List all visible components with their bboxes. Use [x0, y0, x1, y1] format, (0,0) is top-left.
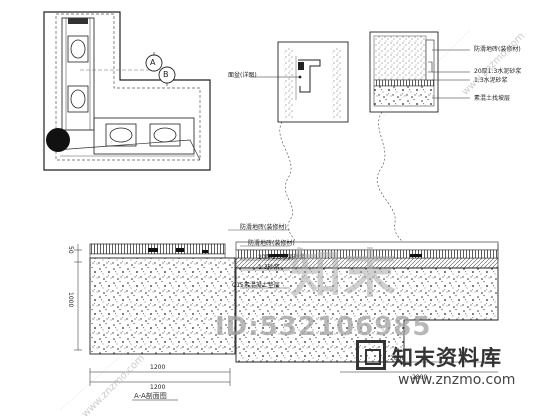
section-title: A-A剖面图	[134, 392, 167, 400]
callout-b-label: B	[163, 70, 169, 79]
brand-logo-icon	[356, 340, 386, 370]
dim-bottom-left-2: 1200	[150, 384, 166, 391]
detail1-note: 面盆(详图)	[228, 72, 257, 79]
watermark-big: 知末	[290, 245, 399, 305]
drain-marker	[46, 128, 70, 152]
callout-a-label: A	[150, 58, 156, 67]
dim-bottom-right-2: 2800	[412, 374, 428, 381]
detail2-note-3: 1:3水泥砂浆	[474, 77, 508, 84]
detail-1	[250, 41, 349, 249]
watermark-url: www.znzmo.com	[398, 372, 516, 388]
section-note-4: C15素混凝土垫层	[232, 282, 280, 289]
detail2-note-2: 20厚1:3水泥砂浆	[474, 68, 522, 75]
detail2-note-4: 素混土找坡层	[474, 95, 511, 102]
watermark-id: ID:532106985	[215, 312, 432, 342]
section-note-2: 20厚1:3水泥砂浆	[258, 254, 306, 261]
watermark-diagonals	[59, 29, 471, 411]
watermark-brand: 知末资料库	[392, 346, 502, 370]
dim-bottom-left: 1200	[150, 364, 166, 371]
section-note-3: 1:3砂浆	[258, 264, 280, 271]
section-view	[74, 229, 499, 401]
section-note-1: 防滑地砖(装修材)	[248, 240, 295, 247]
dim-left-top: 50	[67, 246, 74, 254]
plan-view	[43, 11, 211, 171]
detail-2	[369, 31, 470, 249]
section-note-top: 防滑地砖(装修材)	[240, 224, 287, 231]
dim-left-mid: 1000	[67, 292, 74, 308]
dim-bottom-right: 2800	[390, 355, 406, 362]
detail2-note-1: 防滑地砖(装修材)	[474, 46, 521, 53]
